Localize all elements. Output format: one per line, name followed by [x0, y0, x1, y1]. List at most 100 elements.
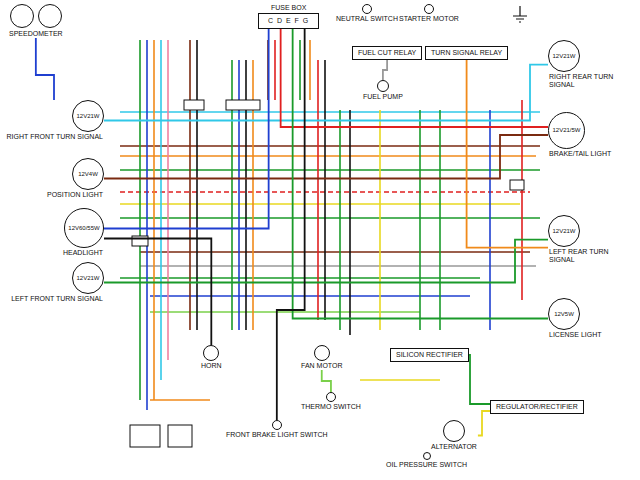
- component-label: ALTERNATOR: [430, 443, 478, 451]
- switch-symbol: [424, 4, 434, 14]
- wire: [349, 110, 351, 335]
- component: OIL PRESSURE SWITCH: [385, 452, 468, 469]
- wire: [150, 295, 470, 297]
- component-label: OIL PRESSURE SWITCH: [385, 461, 468, 469]
- wire: [439, 110, 441, 330]
- rating-label: 12V21/5W: [552, 127, 580, 134]
- component-label: STARTER MOTOR: [398, 15, 460, 23]
- gauge-symbol: [10, 4, 34, 28]
- wire: [146, 40, 148, 410]
- rating-label: 12V4W: [78, 171, 98, 178]
- wire-connector: [104, 65, 548, 121]
- component-label: FUEL PUMP: [362, 93, 404, 101]
- lamp-symbol: 12V21/5W: [548, 112, 585, 149]
- component: NEUTRAL SWITCH: [335, 4, 399, 23]
- rating-label: 12V21W: [76, 113, 99, 120]
- wire: [153, 40, 155, 400]
- component: 12V4WPOSITION LIGHT: [4, 158, 104, 199]
- relay-box: REGULATOR/RECTIFIER: [490, 400, 584, 414]
- wire-connector: [469, 355, 490, 404]
- wire: [317, 60, 319, 320]
- component-label: RIGHT FRONT TURN SIGNAL: [6, 133, 104, 141]
- wire: [120, 145, 540, 147]
- component-label: LICENSE LIGHT: [548, 331, 603, 339]
- component: 12V21W RIGHT REAR TURN SIGNAL: [548, 40, 636, 89]
- lamp-symbol: 12V21W: [548, 40, 580, 72]
- connector-block: [510, 180, 524, 190]
- component: 12V21W LEFT FRONT TURN SIGNAL: [4, 262, 104, 303]
- wire: [120, 155, 536, 157]
- component: 12V21W LEFT REAR TURN SIGNAL: [548, 215, 636, 264]
- wire: [379, 110, 381, 330]
- component: HORN: [200, 345, 223, 370]
- component-label: LEFT REAR TURN SIGNAL: [548, 248, 636, 264]
- component: FRONT BRAKE LIGHT SWITCH: [225, 420, 329, 439]
- lamp-symbol: 12V60/55W: [64, 208, 104, 248]
- connector-block: [132, 236, 148, 246]
- component-label: THERMO SWITCH: [300, 403, 362, 411]
- component-label: HEADLIGHT: [62, 249, 104, 257]
- lamp-symbol: 12V21W: [72, 100, 104, 132]
- wire-connector: [322, 370, 331, 392]
- component: THERMO SWITCH: [300, 392, 362, 411]
- relay-box: TURN SIGNAL RELAY: [425, 46, 508, 60]
- gauge-symbol: [38, 4, 62, 28]
- wire: [120, 169, 540, 171]
- component-label: FRONT BRAKE LIGHT SWITCH: [225, 431, 329, 439]
- wire: [160, 40, 162, 380]
- rating-label: 12V60/55W: [68, 225, 99, 232]
- connector-block: [184, 100, 204, 110]
- component: 12V21/5W BRAKE/TAIL LIGHT: [548, 112, 636, 158]
- switch-symbol: [326, 392, 336, 402]
- component-label: HORN: [200, 362, 223, 370]
- wire: [140, 251, 530, 253]
- component: FUEL PUMP: [362, 80, 404, 101]
- wire: [339, 110, 341, 330]
- component: FAN MOTOR: [300, 345, 343, 370]
- wire: [140, 265, 536, 267]
- component: 12V21W RIGHT FRONT TURN SIGNAL: [4, 100, 104, 141]
- wire-connector: [104, 239, 211, 345]
- connector-block: [130, 425, 160, 447]
- switch-symbol: [314, 345, 330, 361]
- component-label: FUEL CUT RELAY: [357, 49, 417, 57]
- wire-connector: [383, 60, 387, 80]
- component: SILICON RECTIFIER: [390, 348, 469, 362]
- wire: [120, 217, 540, 219]
- component: STARTER MOTOR: [398, 4, 460, 23]
- rating-label: 12V21W: [76, 275, 99, 282]
- rating-label: 12V21W: [552, 53, 575, 60]
- wire: [360, 379, 440, 381]
- switch-symbol: [272, 420, 282, 430]
- wire: [299, 40, 301, 100]
- lamp-symbol: 12V21W: [72, 262, 104, 294]
- component-label: LEFT FRONT TURN SIGNAL: [10, 295, 104, 303]
- rating-label: C D E F G: [267, 17, 310, 25]
- component-label: REGULATOR/RECTIFIER: [495, 403, 579, 411]
- ground-symbol: [513, 6, 527, 22]
- component: FUEL CUT RELAY: [352, 46, 422, 60]
- wire: [419, 110, 421, 330]
- component-label: RIGHT REAR TURN SIGNAL: [548, 73, 636, 89]
- wire: [489, 110, 491, 330]
- component-label: BRAKE/TAIL LIGHT: [548, 150, 612, 158]
- component: SPEEDOMETER: [8, 4, 64, 38]
- wire-connector: [104, 240, 548, 283]
- rating-label: 12V21W: [552, 228, 575, 235]
- switch-symbol: [443, 420, 465, 442]
- component-label: FAN MOTOR: [300, 362, 343, 370]
- wire-connector: [478, 411, 490, 436]
- wire: [521, 100, 523, 300]
- wire-connector: [104, 29, 269, 228]
- component: 12V60/55W HEADLIGHT: [4, 208, 104, 257]
- component: REGULATOR/RECTIFIER: [490, 400, 584, 414]
- connector-block: [168, 425, 192, 447]
- connector-block: [226, 100, 260, 110]
- wire: [120, 111, 540, 113]
- wire: [309, 40, 311, 100]
- component-label: FUSE BOX: [270, 4, 307, 12]
- wire: [139, 40, 141, 400]
- wire: [120, 277, 480, 279]
